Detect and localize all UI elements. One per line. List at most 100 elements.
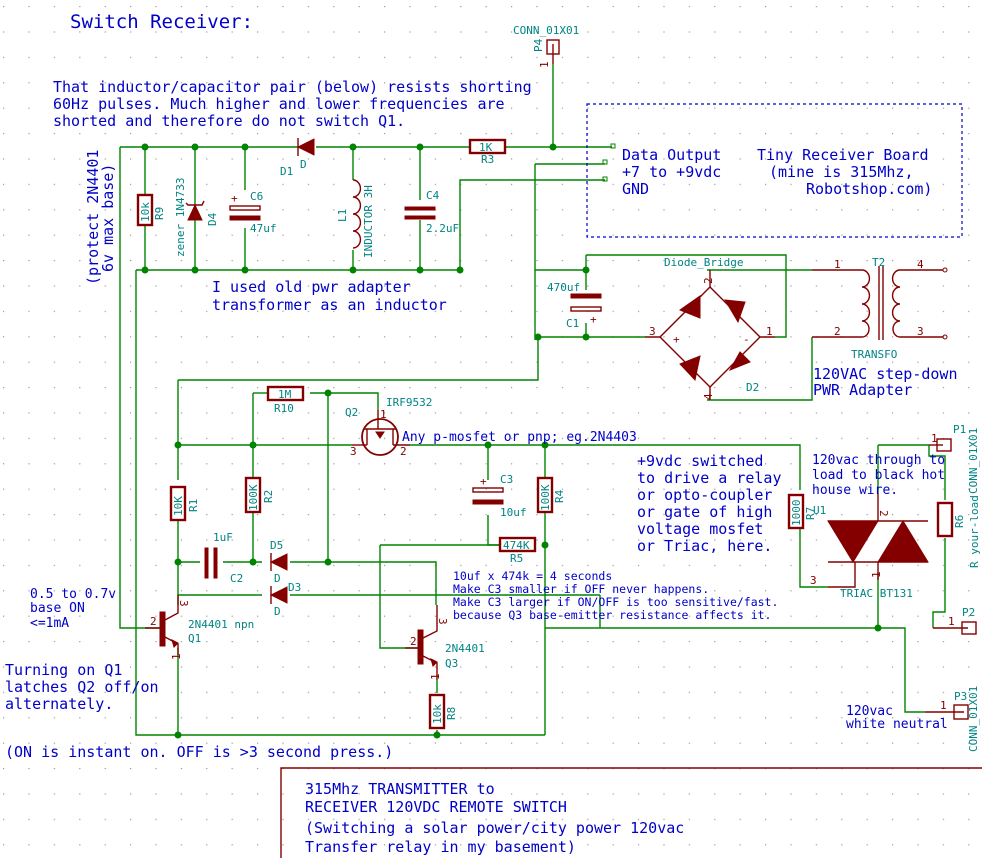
- resistor-r4[interactable]: 100K R4: [536, 476, 566, 514]
- resistor-r9[interactable]: 10k R9: [136, 193, 166, 227]
- resistor-r3[interactable]: 1K R3: [468, 138, 507, 166]
- c1-ref: C1: [566, 317, 579, 330]
- p3-pin: 1: [940, 699, 947, 712]
- p2-ref: P2: [962, 606, 975, 619]
- transistor-q3[interactable]: 2 3 1 2N4401 Q3: [405, 605, 485, 680]
- title-block-line4: Transfer relay in my basement): [305, 838, 576, 856]
- c3-ref: C3: [500, 473, 513, 486]
- base-note-line2: base ON: [30, 601, 85, 616]
- junctions: [141, 143, 882, 739]
- timing-note-line3: Make C3 larger if ON/OFF is too sensitiv…: [453, 595, 778, 609]
- latch-note-line1: Turning on Q1: [5, 661, 122, 679]
- q3-pin1: 1: [429, 673, 442, 680]
- p4-ref: P4: [532, 38, 545, 52]
- p4-value: CONN_01X01: [513, 24, 579, 37]
- p1-ref: P1: [953, 423, 966, 436]
- inductor-l1[interactable]: L1 INDUCTOR 3H: [336, 179, 375, 258]
- resistor-r6-load[interactable]: R6 R your-load: [936, 495, 981, 568]
- q2-pin2: 2: [400, 445, 407, 458]
- l1-ref: L1: [336, 209, 349, 222]
- rx-board-title: Tiny Receiver Board: [757, 146, 929, 164]
- c6-ref: C6: [250, 190, 263, 203]
- capacitor-c4[interactable]: C4 2.2uF: [404, 189, 459, 235]
- connector-p4[interactable]: CONN_01X01 P4 1: [513, 24, 579, 68]
- t2-value: TRANSFO: [851, 348, 897, 361]
- connector-p2[interactable]: 1 P2: [933, 606, 977, 635]
- protect-note-line2: 6v max base): [99, 164, 117, 272]
- d3-ref: D3: [288, 581, 301, 594]
- q1-pin1: 1: [170, 653, 183, 660]
- q2-value: IRF9532: [386, 396, 432, 409]
- q1-pin3: 3: [177, 600, 190, 607]
- diode-d5[interactable]: D5 D: [269, 539, 288, 585]
- transistor-q1[interactable]: 2 3 1 2N4401 npn Q1: [145, 595, 254, 660]
- resistor-r1[interactable]: 10K R1: [169, 485, 200, 522]
- switched-note-line5: voltage mosfet: [637, 520, 763, 538]
- r7-ref: R7: [804, 507, 817, 520]
- q1-ref: Q1: [188, 632, 201, 645]
- rx-board-source: Robotshop.com): [806, 180, 932, 198]
- page-title: Switch Receiver:: [70, 11, 253, 33]
- r2-value: 100K: [247, 484, 260, 511]
- capacitor-c3[interactable]: + C3 10uf: [472, 473, 527, 519]
- r1-ref: R1: [187, 499, 200, 512]
- diode-d1[interactable]: D D1: [280, 138, 315, 178]
- triac-u1[interactable]: U1 TRIAC BT131 1 2 3: [810, 493, 929, 600]
- c6-value: 47uf: [250, 222, 277, 235]
- c1-plus: +: [590, 313, 597, 326]
- q2-ref: Q2: [345, 406, 358, 419]
- d5-value: D: [274, 572, 281, 585]
- r10-ref: R10: [274, 402, 294, 415]
- diode-d3[interactable]: D3 D: [269, 581, 301, 618]
- r5-ref: R5: [510, 552, 523, 565]
- mosfet-note: Any p-mosfet or pnp; eg.2N4403: [402, 430, 637, 445]
- timing-note-line1: 10uf x 474k = 4 seconds: [453, 569, 612, 583]
- capacitor-c6[interactable]: + C6 47uf: [229, 190, 277, 235]
- u1-pin1: 1: [870, 571, 883, 578]
- resistor-r10[interactable]: 1M R10: [266, 385, 305, 415]
- receiver-board[interactable]: Data Output +7 to +9vdc GND Tiny Receive…: [586, 103, 963, 238]
- u1-pin2: 2: [877, 510, 890, 517]
- connector-p1[interactable]: 1 P1 CONN_01X01: [929, 423, 980, 494]
- resistor-r2[interactable]: 100K R2: [244, 476, 275, 514]
- p3-value: CONN_01X01: [967, 686, 980, 752]
- timing-note-line2: Make C3 smaller if OFF never happens.: [453, 582, 709, 596]
- title-block-line3: (Switching a solar power/city power 120v…: [305, 819, 684, 837]
- d2-value: Diode_Bridge: [664, 256, 743, 269]
- r2-ref: R2: [262, 490, 275, 503]
- q3-pin3: 3: [436, 618, 449, 625]
- capacitor-c2[interactable]: 1uF C2: [204, 531, 243, 585]
- connector-p3[interactable]: 1 P3 CONN_01X01: [925, 686, 980, 752]
- q1-value: 2N4401 npn: [188, 618, 254, 631]
- filter-note-line1: That inductor/capacitor pair (below) res…: [53, 78, 532, 96]
- zener-d4[interactable]: D4 zener 1N4733: [174, 178, 219, 257]
- c1-value: 470uf: [547, 281, 580, 294]
- p1-pin: 1: [931, 432, 938, 445]
- c4-value: 2.2uF: [426, 222, 459, 235]
- c2-value: 1uF: [213, 531, 233, 544]
- t2-pin1: 1: [834, 258, 841, 271]
- title-block-line2: RECEIVER 120VDC REMOTE SWITCH: [305, 798, 567, 816]
- d2-pin3: 3: [649, 325, 656, 338]
- resistor-r7[interactable]: 1000 R7: [787, 493, 817, 530]
- resistor-r5[interactable]: 474K R5: [498, 536, 537, 565]
- d1-ref: D1: [280, 165, 293, 178]
- title-block: 315Mhz TRANSMITTER to RECEIVER 120VDC RE…: [280, 767, 982, 858]
- c2-ref: C2: [230, 572, 243, 585]
- u1-ref: U1: [813, 504, 826, 517]
- r10-value: 1M: [278, 388, 292, 401]
- u1-value: TRIAC BT131: [840, 587, 913, 600]
- capacitor-c1[interactable]: 470uf C1 +: [547, 281, 602, 330]
- c6-plus: +: [231, 192, 238, 205]
- rx-data-label: Data Output: [622, 146, 721, 164]
- resistor-r8[interactable]: 10k R8: [428, 693, 458, 730]
- inductor-note-line2: transformer as an inductor: [212, 296, 447, 314]
- mosfet-q2[interactable]: Q2 IRF9532 1 2 3: [345, 396, 432, 458]
- r4-value: 100K: [539, 484, 552, 511]
- base-note-line3: <=1mA: [30, 616, 69, 631]
- switched-note-line4: or gate of high: [637, 503, 772, 521]
- diode-bridge-d2[interactable]: Diode_Bridge D2 1 2 3 4 + -: [645, 256, 775, 400]
- transformer-t2[interactable]: T2 TRANSFO 1 2 3 4: [812, 256, 948, 361]
- latch-note-line3: alternately.: [5, 695, 113, 713]
